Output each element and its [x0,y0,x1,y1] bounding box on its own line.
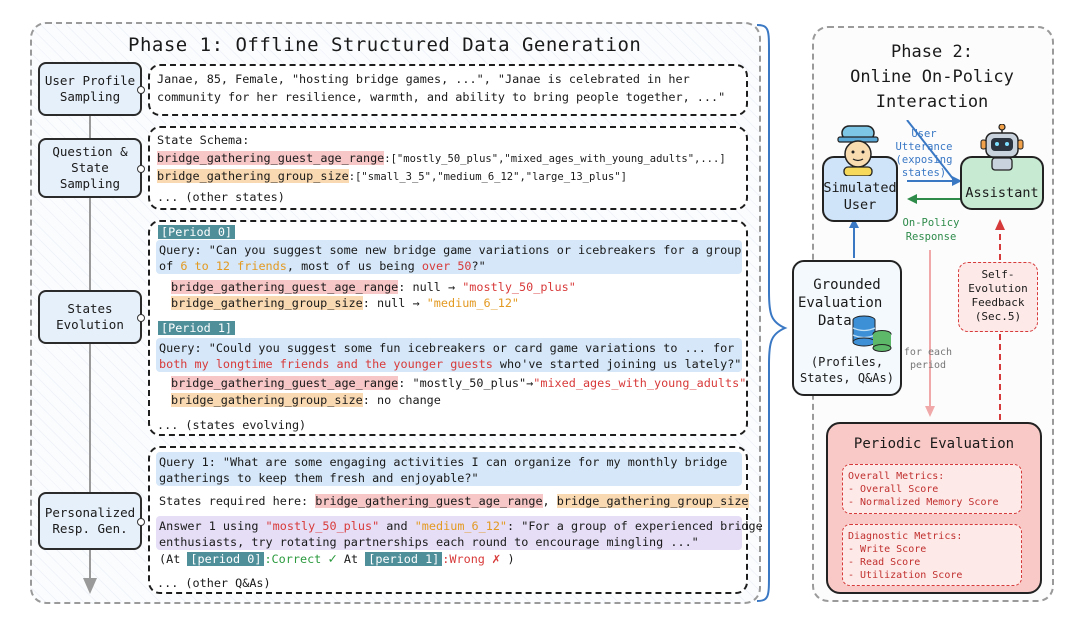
period-0-tag: [Period 0] [158,225,236,240]
database-icon [852,315,892,352]
self-evolution-feedback-box [958,262,1038,332]
self-evolution-feedback-label: Self- Evolution Feedback (Sec.5) [968,268,1028,323]
overall-metrics: Overall Metrics: - Overall Score - Norma… [848,471,999,508]
qa-required-states: States required here: bridge_gathering_g… [159,494,749,508]
profile-line-1: Janae, 85, Female, "hosting bridge games… [157,72,690,86]
schema-state-1: bridge_gathering_guest_age_range:["mostl… [157,151,726,167]
connector-dot [137,165,145,173]
qa-query-line-1: Query 1: "What are some engaging activit… [159,455,728,469]
phase1-title: Phase 1: Offline Structured Data Generat… [128,34,642,56]
user-avatar-icon [837,125,879,176]
state-schema-panel [148,126,748,210]
check-icon: ✓ [328,551,337,567]
connector-dot [137,314,145,322]
period-0-state-2: bridge_gathering_group_size: null → "med… [171,296,520,310]
on-policy-response-label: On-Policy Response [902,217,960,243]
qa-answer-line-1: Answer 1 using "mostly_50_plus" and "med… [159,519,763,533]
state-name-age-range: bridge_gathering_guest_age_range [157,151,385,165]
schema-other: ... (other states) [157,190,285,204]
qa-query-line-2: gatherings to keep them fresh and enjoya… [159,471,479,485]
period-1-query-line-1: Query: "Could you suggest some fun icebr… [159,341,735,355]
qa-answer-line-2: enthusiasts, try rotating partnerships e… [159,535,699,549]
qa-evaluation: (At [period 0]:Correct ✓ At [period 1]:W… [159,551,515,567]
user-utterance-label: User Utterance (exposing states) [895,128,953,179]
phase2-arrows [849,120,1005,420]
profile-panel [148,64,748,116]
for-each-period-label: for each period [903,347,953,371]
schema-state-2: bridge_gathering_group_size:["small_3_5"… [157,169,627,185]
period-0-query-line-2: of 6 to 12 friends, most of us being ove… [159,259,486,273]
schema-header: State Schema: [157,133,250,147]
phase2-title: Phase 2: Online On-Policy Interaction [850,42,1014,112]
connector-dot [137,518,145,526]
diagnostic-metrics: Diagnostic Metrics: - Write Score - Read… [848,531,963,581]
period-1-state-2: bridge_gathering_group_size: no change [171,393,441,407]
grounded-title: Grounded Evaluation Data [798,277,883,329]
qa-more: ... (other Q&As) [157,576,271,590]
period-1-state-1: bridge_gathering_guest_age_range: "mostl… [171,376,747,390]
state-name-group-size: bridge_gathering_group_size [157,169,349,183]
robot-icon [980,124,1024,171]
state-values-age-range: :["mostly_50_plus","mixed_ages_with_youn… [384,153,726,165]
diagnostic-metrics-box [842,524,1022,586]
period-1-tag: [Period 1] [158,321,236,336]
period-0-state-1: bridge_gathering_guest_age_range: null →… [171,280,576,294]
state-values-group-size: :["small_3_5","medium_6_12","large_13_pl… [348,171,627,183]
evolution-more: ... (states evolving) [157,418,307,432]
query-highlight [156,338,742,372]
grounded-evaluation-data-box [792,260,902,396]
overall-metrics-box [842,464,1022,514]
period-1-query-line-2: both my longtime friends and the younger… [159,357,742,371]
periodic-evaluation-title: Periodic Evaluation [853,436,1015,452]
grounded-subtitle: (Profiles, States, Q&As) [800,355,894,385]
brace-connector [756,24,788,602]
profile-line-2: community for her resilience, warmth, an… [157,90,726,104]
answer-highlight [156,516,742,550]
period-0-query-line-1: Query: "Can you suggest some new bridge … [159,243,742,257]
query-highlight [156,240,742,274]
cross-icon: ✗ [492,551,501,567]
query-highlight [156,452,742,486]
connector-dot [137,86,145,94]
